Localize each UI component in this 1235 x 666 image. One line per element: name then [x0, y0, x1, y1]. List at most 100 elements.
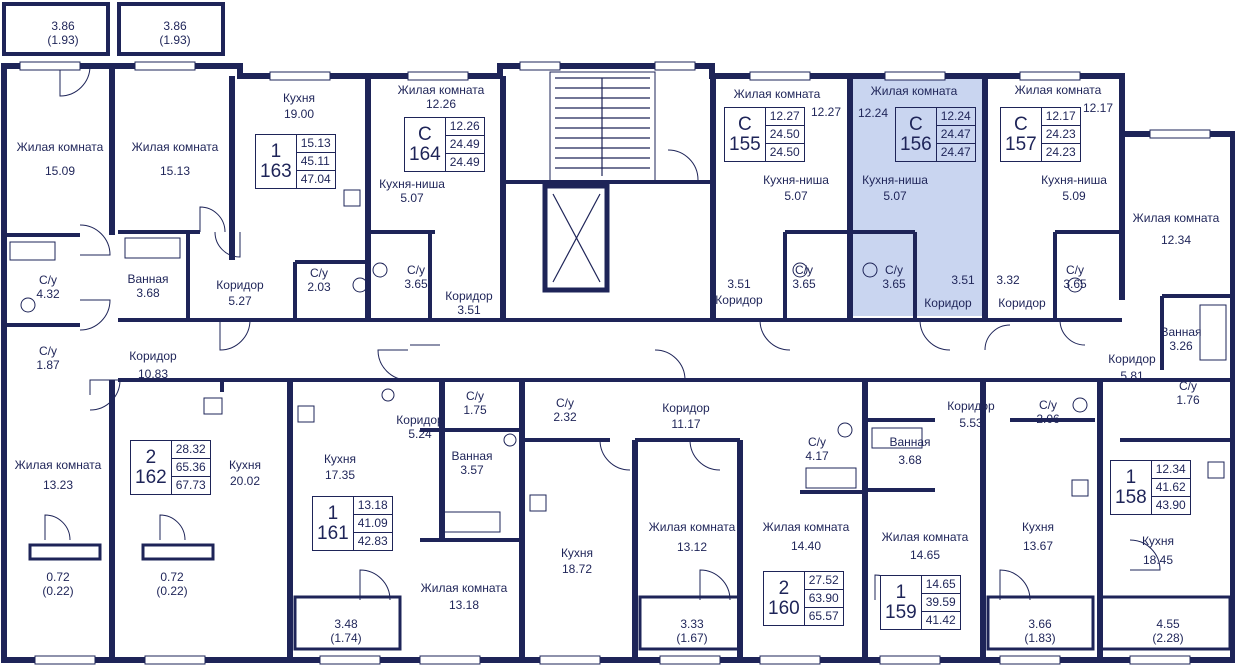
- balcony-area: 3.66(1.83): [1024, 617, 1056, 645]
- sanitary-fixtures: [9, 189, 1227, 533]
- total-area-with-balcony: 24.47: [940, 145, 971, 159]
- living-area: 27.52: [804, 572, 843, 590]
- total-area: 41.62: [1151, 479, 1190, 497]
- total-area: 39.59: [921, 594, 960, 612]
- apartment-number: 161: [317, 522, 349, 544]
- balconies-bottom: [28, 543, 1232, 651]
- room-count: 1: [895, 581, 907, 603]
- balcony-area: 0.72(0.22): [156, 570, 188, 598]
- balcony-area: 0.72(0.22): [42, 570, 74, 598]
- total-area-with-balcony: 47.04: [300, 172, 331, 186]
- living-area: 12.34: [1151, 461, 1190, 479]
- total-area: 24.47: [936, 126, 975, 144]
- apartment-number: 160: [768, 597, 800, 619]
- room-label: 12.24: [857, 106, 889, 120]
- total-area-with-balcony: 24.50: [769, 145, 800, 159]
- room-label: 12.27: [810, 105, 842, 119]
- apartment-number: 162: [135, 466, 167, 488]
- room-label: 3.32: [996, 273, 1020, 287]
- total-area: 41.09: [353, 515, 392, 533]
- living-area: 12.24: [936, 108, 975, 126]
- room-label: 12.17: [1082, 101, 1114, 115]
- total-area-with-balcony: 24.49: [449, 155, 480, 169]
- balcony-area: 4.55(2.28): [1152, 617, 1184, 645]
- room-label: Жилая комната: [1014, 83, 1102, 97]
- living-area: 28.32: [171, 441, 210, 459]
- apartment-number: 155: [729, 133, 761, 155]
- apartment-number: 159: [885, 601, 917, 623]
- total-area: 63.90: [804, 590, 843, 608]
- apartment-number: 158: [1115, 486, 1147, 508]
- staircase: [549, 71, 656, 283]
- apartment-number: 164: [409, 143, 441, 165]
- apartment-number: 157: [1005, 133, 1037, 155]
- room-label: Жилая комната: [733, 87, 821, 101]
- living-area: 14.65: [921, 576, 960, 594]
- room-count: 1: [327, 502, 339, 524]
- balcony-area: 3.48(1.74): [330, 617, 362, 645]
- total-area: 65.36: [171, 459, 210, 477]
- total-area: 24.50: [765, 126, 804, 144]
- room-count: С: [1013, 113, 1028, 135]
- room-label: Жилая комната: [870, 84, 958, 98]
- total-area-with-balcony: 67.73: [175, 478, 206, 492]
- total-area-with-balcony: 41.42: [925, 613, 956, 627]
- total-area-with-balcony: 43.90: [1155, 498, 1186, 512]
- living-area: 13.18: [353, 497, 392, 515]
- room-count: 2: [145, 446, 157, 468]
- room-label: Коридор: [924, 296, 972, 310]
- room-count: С: [737, 113, 752, 135]
- room-count: 2: [778, 577, 790, 599]
- room-count: С: [908, 113, 923, 135]
- room-label: Коридор: [998, 296, 1046, 310]
- highlight-apartment-156: [850, 76, 985, 316]
- room-label: 3.51: [951, 273, 975, 287]
- living-area: 12.27: [765, 108, 804, 126]
- balcony-area: 3.86(1.93): [159, 19, 191, 47]
